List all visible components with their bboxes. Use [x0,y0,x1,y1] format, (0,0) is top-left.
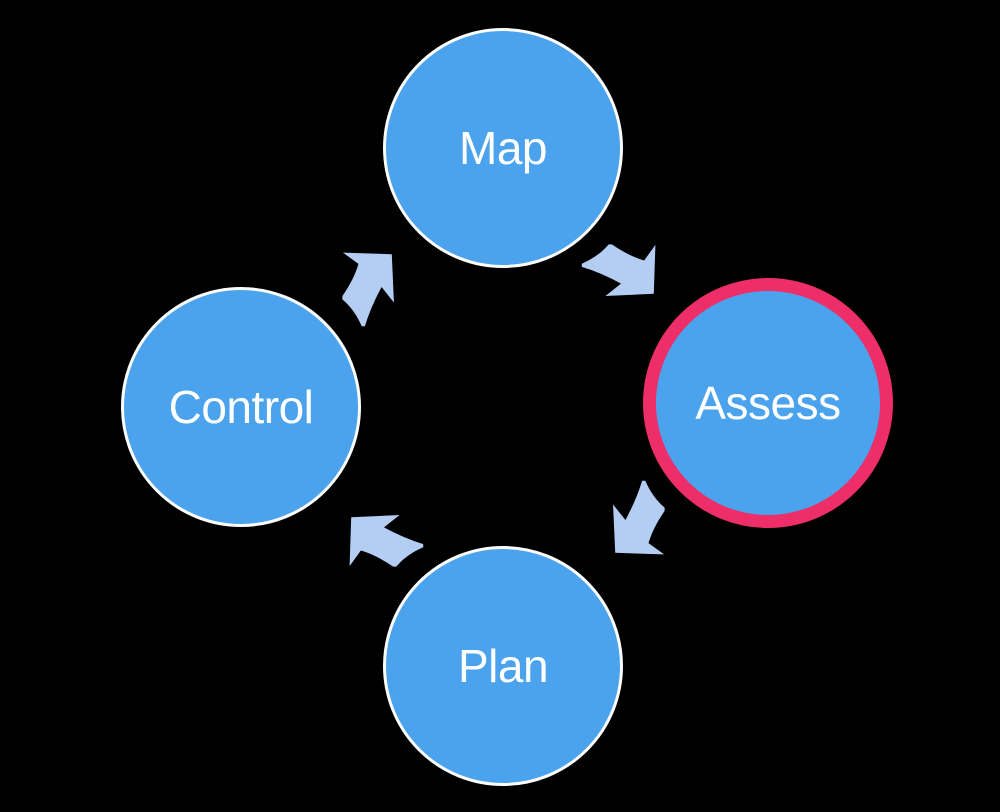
arrow-plan-to-control [349,515,424,567]
node-label-plan: Plan [457,640,549,692]
node-assess-highlighted: Assess [643,278,893,528]
node-label-assess: Assess [695,377,841,429]
node-map: Map [383,28,623,268]
node-label-control: Control [168,381,314,433]
node-plan: Plan [383,546,623,786]
arrow-assess-to-plan [613,480,665,555]
node-label-map: Map [459,122,547,174]
arrow-map-to-assess [581,244,656,296]
arrow-control-to-map [342,252,394,327]
node-control: Control [121,287,361,527]
